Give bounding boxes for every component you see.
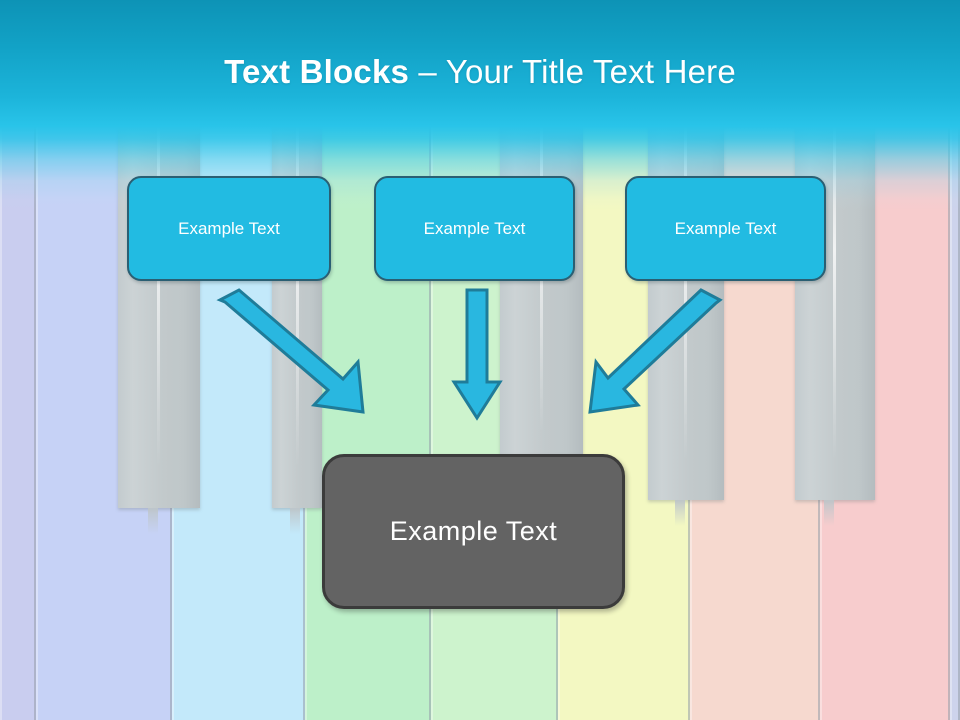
piano-black-key-stem: [823, 500, 834, 526]
text-block-2-label: Example Text: [423, 218, 526, 238]
page-title-bold: Text Blocks: [224, 53, 410, 90]
piano-black-key-stem: [147, 508, 158, 534]
page-title-light: Your Title Text Here: [445, 53, 736, 90]
piano-white-key-9: [950, 0, 960, 720]
text-block-2[interactable]: Example Text: [374, 176, 575, 281]
page-title-separator: –: [409, 53, 446, 90]
text-block-3[interactable]: Example Text: [625, 176, 826, 281]
text-block-1[interactable]: Example Text: [127, 176, 331, 281]
header-gradient-band: [0, 0, 960, 210]
page-title: Text Blocks – Your Title Text Here: [0, 52, 960, 92]
piano-black-key-stem: [290, 508, 300, 534]
piano-black-key-stem: [675, 500, 686, 526]
text-block-3-label: Example Text: [674, 218, 777, 238]
text-block-1-label: Example Text: [178, 218, 280, 238]
summary-block[interactable]: Example Text: [322, 454, 625, 609]
summary-block-label: Example Text: [389, 516, 558, 546]
